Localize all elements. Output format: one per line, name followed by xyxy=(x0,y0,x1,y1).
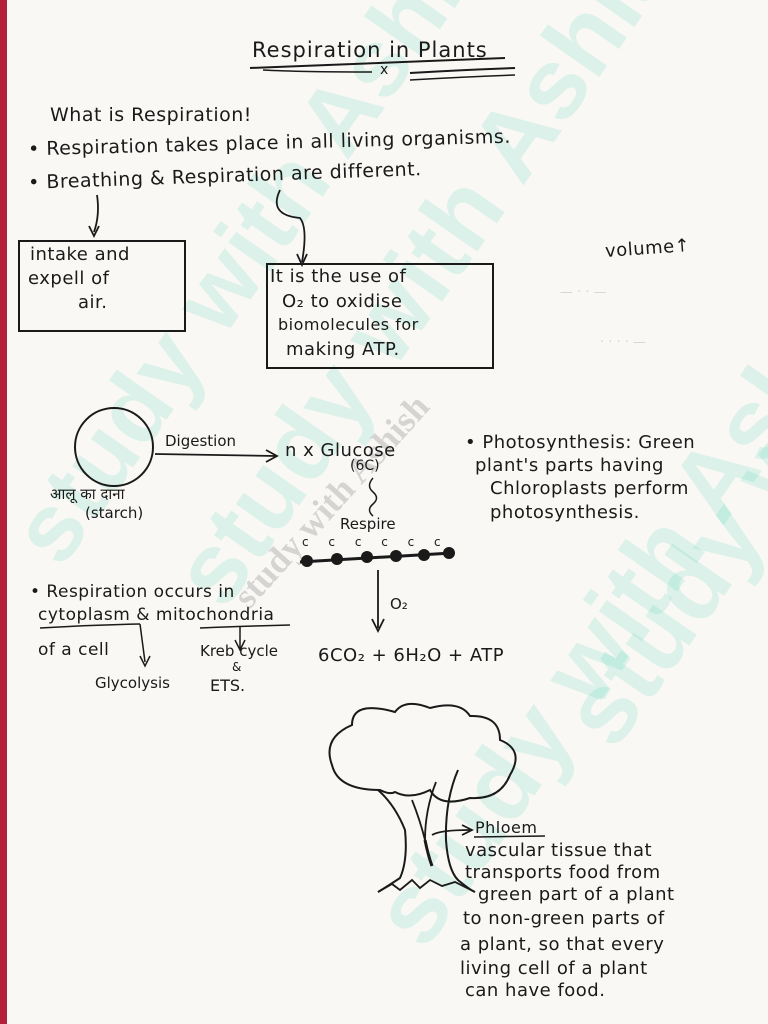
box-line: intake and xyxy=(30,244,130,265)
photosynthesis-note: Chloroplasts perform xyxy=(490,478,689,499)
respiration-site-note: cytoplasm & mitochondria xyxy=(38,605,275,625)
phloem-text: a plant, so that every xyxy=(460,934,665,955)
glucose-carbon-count: (6C) xyxy=(350,458,380,474)
box-line: expell of xyxy=(28,268,110,289)
kreb-and: & xyxy=(232,660,242,674)
oxygen-label: O₂ xyxy=(390,595,408,613)
phloem-text: to non-green parts of xyxy=(463,908,665,929)
phloem-label: Phloem xyxy=(475,818,538,837)
box-line: It is the use of xyxy=(270,266,407,287)
photosynthesis-note: plant's parts having xyxy=(475,455,664,476)
starch-hindi-label: आलू का दाना xyxy=(50,485,125,503)
ets-label: ETS. xyxy=(210,676,246,695)
bleed-through: · · · · — xyxy=(600,335,647,350)
phloem-text: living cell of a plant xyxy=(460,958,648,979)
box-line: making ATP. xyxy=(286,339,400,360)
respire-label: Respire xyxy=(340,515,396,533)
title-mark: x xyxy=(380,62,389,78)
box-line: O₂ to oxidise xyxy=(282,291,403,312)
phloem-text: can have food. xyxy=(465,980,606,1001)
question-heading: What is Respiration! xyxy=(50,104,252,126)
phloem-text: green part of a plant xyxy=(478,884,675,905)
page-title: Respiration in Plants xyxy=(252,38,488,62)
phloem-text: transports food from xyxy=(465,862,661,883)
box-line: biomolecules for xyxy=(278,315,419,334)
carbon-labels: c c c c c c xyxy=(302,535,441,549)
starch-label: (starch) xyxy=(85,504,144,522)
photosynthesis-note: • Photosynthesis: Green xyxy=(465,432,696,453)
glucose-label: n x Glucose xyxy=(285,440,396,461)
bleed-through: — · · — xyxy=(560,285,607,300)
kreb-cycle-label: Kreb cycle xyxy=(200,642,278,660)
phloem-text: vascular tissue that xyxy=(465,840,653,861)
breathing-definition-box: intake and expell of air. xyxy=(18,240,186,332)
respiration-definition-box: It is the use of O₂ to oxidise biomolecu… xyxy=(266,263,494,369)
photosynthesis-note: photosynthesis. xyxy=(490,502,640,523)
products-label: 6CO₂ + 6H₂O + ATP xyxy=(318,645,505,666)
respiration-site-note: of a cell xyxy=(38,640,110,660)
glycolysis-label: Glycolysis xyxy=(95,674,170,692)
respiration-site-note: • Respiration occurs in xyxy=(30,582,235,602)
margin-line xyxy=(0,0,7,1024)
digestion-label: Digestion xyxy=(165,432,237,450)
box-line: air. xyxy=(78,292,108,313)
